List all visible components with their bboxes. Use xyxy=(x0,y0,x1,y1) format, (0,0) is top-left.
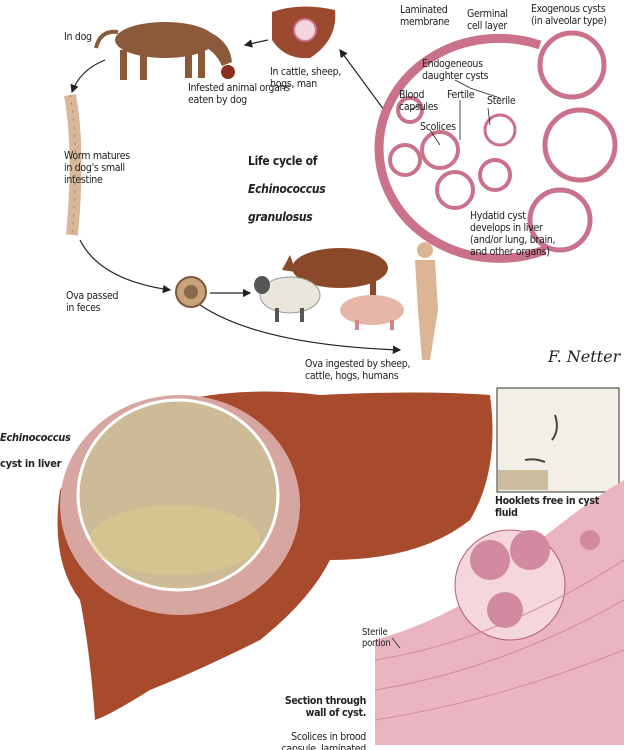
label-exogenous-cysts: Exogenous cysts (in alveolar type) xyxy=(531,3,607,27)
section-description: Scolices in brood capsule, laminated and… xyxy=(281,731,367,750)
label-in-cattle: In cattle, sheep, hogs, man xyxy=(270,66,342,90)
label-endogeneous-cysts: Endogeneous daughter cysts xyxy=(422,58,489,82)
section-title: Section through wall of cyst. xyxy=(284,695,366,719)
ovum-illustration xyxy=(175,276,207,308)
dog-illustration xyxy=(94,22,235,80)
cyst-leader-lines xyxy=(409,79,501,146)
hooklets-inset xyxy=(496,387,620,493)
label-blood-capsules: Blood capsules xyxy=(399,89,438,113)
infected-liver-small xyxy=(272,6,336,59)
label-scolices: Scolices xyxy=(420,121,456,133)
label-sterile-portion: Sterile portion xyxy=(362,627,391,649)
label-fertile: Fertile xyxy=(447,89,475,101)
label-worm-matures: Worm matures in dog's small intestine xyxy=(64,150,130,186)
cycle-arrows xyxy=(70,39,402,354)
title-line-1: Life cycle of xyxy=(248,154,318,168)
cyst-in-liver-text: cyst in liver xyxy=(0,457,62,470)
title-line-3: granulosus xyxy=(248,210,313,224)
tapeworm-illustration xyxy=(64,93,82,236)
cyst-in-liver-genus: Echinococcus xyxy=(0,431,71,444)
label-section: Section through wall of cyst. Scolices i… xyxy=(230,683,367,750)
label-ova-ingested: Ova ingested by sheep, cattle, hogs, hum… xyxy=(305,358,411,382)
label-in-dog: In dog xyxy=(64,31,92,43)
label-sterile: Sterile xyxy=(487,95,516,107)
hydatid-cyst-diagram xyxy=(374,30,618,263)
label-ova-passed: Ova passed in feces xyxy=(66,290,119,314)
host-animals xyxy=(254,242,438,360)
artist-signature: F. Netter xyxy=(547,347,622,366)
label-hooklets: Hooklets free in cyst fluid xyxy=(495,495,599,519)
label-infested-organs: Infested animal organs eaten by dog xyxy=(188,82,290,106)
label-hydatid-cyst: Hydatid cyst develops in liver (and/or l… xyxy=(470,210,556,258)
cyst-wall-histology xyxy=(374,480,624,745)
label-cyst-in-liver: Echinococcus cyst in liver xyxy=(0,418,71,483)
diagram-title: Life cycle of Echinococcus granulosus xyxy=(248,140,326,238)
title-line-2: Echinococcus xyxy=(248,182,326,196)
label-laminated-membrane: Laminated membrane xyxy=(400,4,450,28)
label-germinal-layer: Germinal cell layer xyxy=(467,8,508,32)
liver-with-cyst xyxy=(57,391,493,720)
